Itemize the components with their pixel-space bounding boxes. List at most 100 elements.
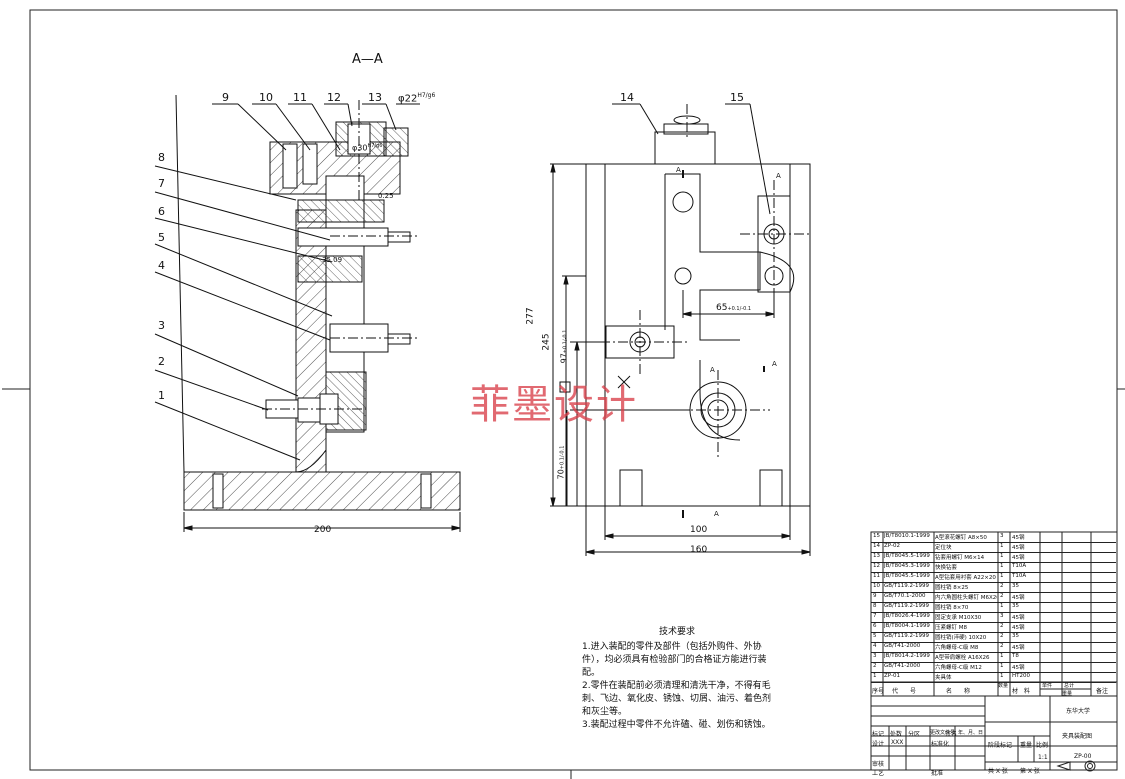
bom-cell-code: GB/T41-2000: [884, 663, 921, 669]
section-title: A—A: [352, 52, 383, 67]
bom-cell-qty: 2: [1000, 593, 1004, 599]
section-mark-a2: A: [776, 172, 781, 180]
balloon-2: 2: [158, 355, 165, 368]
section-view-a-a: [154, 94, 461, 532]
section-mark-a3: A: [710, 366, 715, 374]
bom-cell-no: 5: [873, 633, 877, 639]
bom-cell-mat: 45钢: [1012, 535, 1025, 541]
bom-cell-mat: T10A: [1012, 563, 1027, 569]
bom-cell-qty: 1: [1000, 563, 1004, 569]
bom-cell-code: JB/T8045.5-1999: [884, 553, 930, 559]
section-mark-a5: A: [714, 510, 719, 518]
bom-header-mat: 材 料: [1012, 688, 1031, 695]
bom-cell-name: 定位块: [935, 545, 952, 551]
bom-cell-no: 3: [873, 653, 877, 659]
dim-35-09: 35.09: [322, 256, 343, 264]
watermark: 菲墨设计: [470, 382, 638, 428]
projection-symbol: [1056, 760, 1096, 772]
bom-cell-name: 压紧螺钉 M8: [935, 625, 967, 631]
change-no-label: 更改文件号: [930, 730, 956, 736]
dim-200: 200: [314, 525, 332, 535]
bom-cell-no: 10: [873, 583, 880, 589]
bom-header-w1: 单件: [1042, 683, 1053, 689]
note-item: 3.装配过程中零件不允许磕、碰、划伤和锈蚀。: [582, 720, 771, 730]
standard-label: 标准化: [931, 741, 950, 748]
bom-header-qty: 数量: [998, 683, 1009, 689]
fit-dim-top: φ22H7/g6: [398, 92, 436, 105]
dim-160: 160: [690, 545, 708, 555]
bom-cell-mat: T8: [1012, 653, 1019, 659]
bom-cell-mat: 45钢: [1012, 625, 1025, 631]
bom-cell-mat: 35: [1012, 603, 1019, 609]
bom-cell-mat: 45钢: [1012, 645, 1025, 651]
bom-header-no: 序号: [872, 688, 885, 695]
marks-label: 标记: [872, 731, 885, 738]
bom-cell-code: JB/T8010.1-1999: [884, 533, 930, 539]
balloon-13: 13: [368, 91, 382, 104]
dim-65: 65+0.1/-0.1: [716, 303, 752, 313]
bom-cell-qty: 1: [1000, 673, 1004, 679]
approve-label: 批准: [931, 770, 944, 777]
bom-cell-name: 六角螺母-C级 M12: [935, 665, 982, 671]
scale-value: 1:1: [1038, 754, 1048, 761]
bom-cell-name: 快换钻套: [935, 565, 958, 571]
bom-cell-name: A型滚花螺钉 A8×50: [935, 535, 987, 541]
drawing-frame: [29, 9, 1118, 771]
dim-70: 70+0.1/-0.1: [556, 445, 566, 480]
dim-245: 245: [541, 333, 552, 351]
stage-label: 阶段标记: [988, 742, 1013, 749]
ratio-label: 比例: [1036, 742, 1049, 749]
sheet-label: 第 X 张: [1020, 768, 1040, 775]
bom-cell-name: 圆柱销 8×25: [935, 585, 969, 591]
dim-277: 277: [525, 307, 536, 325]
bom-cell-qty: 2: [1000, 623, 1004, 629]
bom-cell-name: 固定支承 M10X30: [935, 615, 982, 621]
balloon-11: 11: [293, 91, 307, 104]
bom-header-w2: 总计: [1064, 683, 1075, 689]
bom-cell-qty: 1: [1000, 653, 1004, 659]
bom-cell-mat: 45钢: [1012, 595, 1025, 601]
bom-cell-code: ZP-02: [884, 543, 900, 549]
bom-cell-no: 12: [873, 563, 880, 569]
balloon-14: 14: [620, 91, 634, 104]
bom-cell-no: 4: [873, 643, 877, 649]
balloon-4: 4: [158, 259, 165, 272]
bom-cell-no: 2: [873, 663, 877, 669]
design-label: 设计: [872, 741, 885, 748]
bom-cell-no: 11: [873, 573, 880, 579]
bom-cell-no: 7: [873, 613, 877, 619]
count-label: 处数: [890, 731, 903, 738]
dim-0-25: 0.25: [378, 192, 394, 200]
balloon-1: 1: [158, 389, 165, 402]
drawing-name: 夹具装配图: [1062, 733, 1093, 740]
bom-cell-no: 14: [873, 543, 880, 549]
bom-cell-code: GB/T119.2-1999: [884, 633, 929, 639]
bom-cell-mat: 45钢: [1012, 545, 1025, 551]
bom-cell-mat: 35: [1012, 583, 1019, 589]
dim-97: 97+0.1/-0.1: [559, 329, 569, 364]
design-name: XXX: [891, 739, 904, 746]
school-name: 东华大学: [1066, 708, 1091, 715]
bom-cell-code: GB/T41-2000: [884, 643, 921, 649]
bom-cell-no: 1: [873, 673, 877, 679]
bom-cell-mat: 45钢: [1012, 615, 1025, 621]
technical-requirements: 技术要求 1.进入装配的零件及部件（包括外购件、外协件），均必须具有检验部门的合…: [582, 626, 772, 732]
front-view: [550, 103, 811, 556]
bom-header-w3: 重量: [1062, 691, 1073, 697]
bom-cell-no: 9: [873, 593, 877, 599]
bom-header-name: 名 称: [946, 688, 971, 695]
bom-cell-mat: 45钢: [1012, 555, 1025, 561]
bom-cell-mat: 45钢: [1012, 665, 1025, 671]
weight-label: 重量: [1020, 742, 1033, 749]
